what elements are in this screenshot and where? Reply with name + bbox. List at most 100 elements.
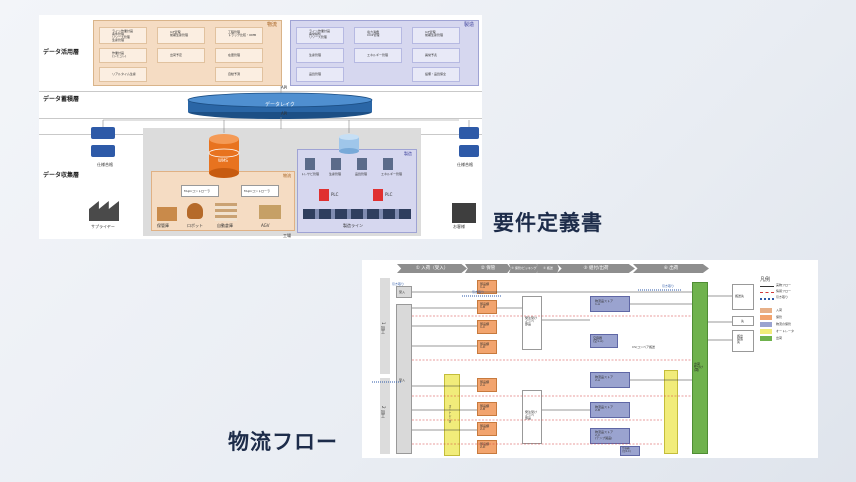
mfg-database-icon [339,134,359,154]
app-tile: 電力消費 CO2管理 [354,27,402,44]
zone-tag: 物流 [283,173,291,178]
app-tile: 自動予測 [215,67,263,82]
caption-logistics-flow: 物流フロー [228,430,338,454]
stage-header: ① 入荷（受入） [397,264,467,273]
legend-title: 凡例 [760,277,771,283]
wms-database-icon [208,134,240,178]
production-line [303,209,411,219]
parts-shelf: 部品棚 1-B [477,300,497,314]
auto-rater-right [664,370,678,454]
equipment-label: 生産管理 [329,172,342,176]
customer-building-icon [452,203,476,223]
app-tile: 設備・品質保全 [412,67,460,82]
requirements-card: データ活用層 データ蓄積層 データ収集層 物流 ライン作業計画 案件管理 リソー… [39,15,482,239]
zone-tag: 製造 [404,151,412,156]
app-tile: 作業計画 (シミュレ) [99,48,147,63]
plc-icon [319,189,329,201]
flow-lines [372,289,732,445]
app-tile: 在庫管理 [215,48,263,63]
order-box: 発注受け インベ 部品 [522,390,542,444]
side-label-right: 仕様合格 [457,162,473,167]
app-tile: ライン作業計画 案件管理 リソース管理 生産管理 [99,27,147,44]
parts-shelf: 部品棚 2-D [477,440,497,454]
app-tile: 出荷予定 [157,48,205,63]
customer-label: お客様 [453,224,465,229]
stage-header: ⑤ 組付/出荷 [557,264,635,273]
trigger-label: 引き取り [392,282,405,286]
legend-line [760,292,774,293]
app-tile: 品質管理 [296,67,344,82]
logistics-flow-card: ① 入荷（受入） ② 保管 ③ 保管/ピッキング ④ 搬送 ⑤ 組付/出荷 ⑥ … [362,260,818,458]
output-box: 搬送先 [732,284,754,310]
group-tag: 物流 [266,22,277,28]
output-box: 先 [732,316,754,326]
floor-label: 保管庫 [157,223,169,228]
side-label-left: 仕様合格 [97,162,113,167]
receipt-box: 受入 [396,286,412,298]
legend-swatch [760,329,772,334]
parts-shelf: 部品棚 1-A [477,280,497,294]
truck-icon [459,127,479,139]
api-label: API [281,111,288,116]
auto-rater-box: オートレータ [444,374,460,456]
legend-swatch-label: 出荷 [776,336,783,340]
stage-header: ④ 搬送 [537,264,559,273]
plc-label: PLC [331,192,339,197]
agv-icon [259,205,281,219]
lane-label: 1 加工 [381,322,386,334]
floor-label: ロボット [187,223,203,228]
app-tile: エネルギー管理 [354,48,402,63]
factory-label: 工場 [283,233,291,238]
floor-label: 自動倉庫 [217,223,233,228]
container-box: 空容器 (空1-A) [590,334,618,348]
parts-shelf: 部品棚 2-A [477,378,497,392]
api-label: API [281,85,288,90]
store-box: 物流品ストア 2-C (テンプ製品) [590,428,630,444]
logistics-zone: 物流 [151,171,295,231]
trigger-label: 引き取り [662,284,675,288]
parts-shelf: 部品棚 1-C [477,320,497,334]
server-icon [305,158,315,170]
legend-swatch-label: 保管 [776,315,783,319]
manufacturing-app-panel: 製造 ライン作業計画 異常検知 リソース管理 電力消費 CO2管理 IoT管理 … [290,20,479,86]
shelf-icon [215,203,237,221]
floor-label: AGV [261,223,270,228]
app-tile: 工程管理 トラック比較・OMB [215,27,263,44]
legend-swatch [760,336,772,341]
server-icon [383,158,393,170]
cs-conveyor-label: CS/コンベア搬送 [632,345,656,349]
legend-swatch [760,315,772,320]
legend-swatch-label: 入荷 [776,308,783,312]
truck-icon [459,145,479,157]
legend-line-label: 引き取り [776,295,789,299]
store-box: 物流品ストア 1-A [590,296,630,312]
parts-shelf: 部品棚 2-C [477,422,497,436]
wms-label: WMS [218,158,228,163]
output-box: 搬出 製造 先 [732,330,754,352]
lane-bar [380,278,390,374]
store-box: 物流品ストア 2-B [590,402,630,418]
stage-header: ⑥ 出荷 [633,264,709,273]
storage-icon [157,207,177,221]
equipment-label: トレサビ管理 [301,172,320,176]
controller-box: Mujinコントローラ [241,185,279,197]
supplier-label: サプライヤー [91,224,115,229]
equipment-label: 品質管理 [355,172,368,176]
controller-box: Mujinコントローラ [181,185,219,197]
caption-requirements: 要件定義書 [493,211,603,235]
order-box: 発注受け インベ 部品 [522,296,542,350]
legend-line [760,298,774,300]
app-tile: IoT管理 前期生産管理 [412,27,460,44]
store-box: 物流品ストア 2-A [590,372,630,388]
shipping-column: 出荷 仕分け (荷) [692,282,708,454]
connector-lines [102,86,470,133]
server-icon [357,158,367,170]
stage-header: ③ 保管/ピッキング [509,264,539,273]
server-icon [331,158,341,170]
stage-header: ② 保管 [465,264,511,273]
parts-shelf: 部品棚 2-B [477,402,497,416]
truck-icon [91,145,115,157]
row-divider [39,91,482,92]
app-tile: 生産管理 [296,48,344,63]
app-tile: ライン作業計画 異常検知 リソース管理 [296,27,344,44]
